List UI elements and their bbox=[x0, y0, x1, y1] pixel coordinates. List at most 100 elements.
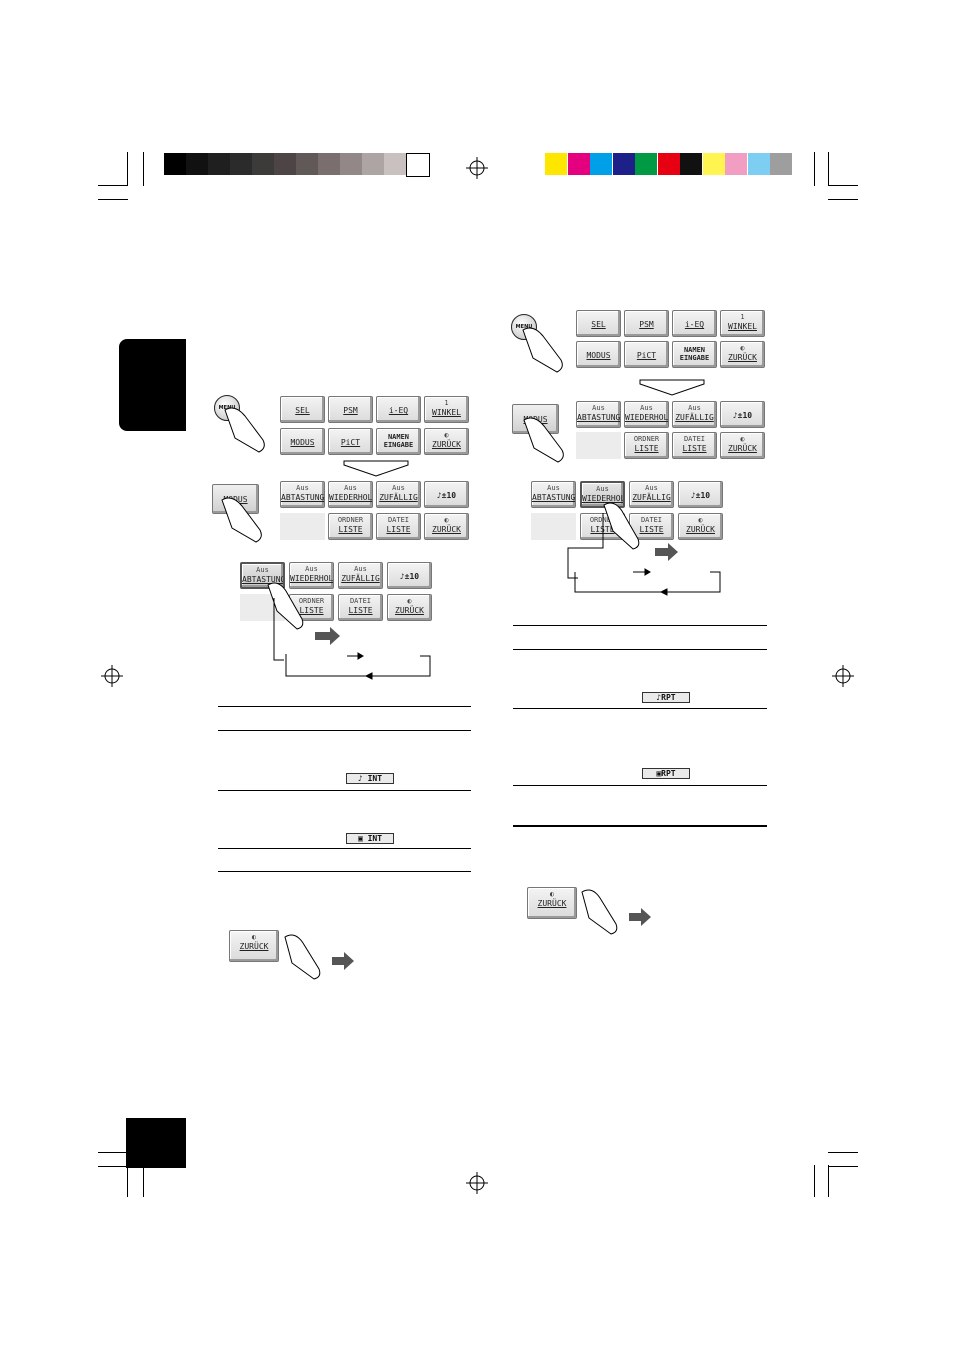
color-swatch bbox=[725, 153, 747, 175]
color-swatch bbox=[567, 153, 590, 175]
zurueck-button[interactable]: ◐ZURÜCK bbox=[527, 887, 577, 919]
crop-mark bbox=[98, 1152, 128, 1153]
menu-hardware-button[interactable]: MENU bbox=[511, 314, 537, 340]
color-swatch bbox=[770, 153, 792, 175]
crop-mark bbox=[814, 1165, 815, 1197]
menu-hardware-button[interactable]: MENU bbox=[214, 395, 240, 421]
color-swatch bbox=[635, 153, 657, 175]
back-icon: ◐ bbox=[251, 933, 257, 941]
table-rule bbox=[218, 706, 471, 707]
modus-hardware-button[interactable]: MODUS bbox=[512, 404, 559, 434]
gray-swatch bbox=[252, 153, 274, 175]
color-swatch bbox=[657, 153, 680, 175]
back-icon: ◐ bbox=[549, 890, 555, 898]
zurueck-button[interactable]: ◐ZURÜCK bbox=[424, 513, 469, 540]
zurueck-button[interactable]: ◐ZURÜCK bbox=[720, 341, 765, 368]
back-icon: ◐ bbox=[740, 435, 745, 443]
zurueck-button[interactable]: ◐ZURÜCK bbox=[424, 428, 469, 455]
crop-mark bbox=[98, 199, 128, 200]
registration-mark-icon bbox=[466, 157, 488, 179]
skip-10-button[interactable]: ♪±10 bbox=[387, 562, 432, 589]
crop-mark bbox=[828, 152, 829, 186]
empty-slot bbox=[576, 432, 621, 459]
table-rule bbox=[218, 871, 471, 872]
modus-button[interactable]: MODUS bbox=[280, 428, 325, 455]
crop-mark bbox=[127, 1165, 128, 1197]
zurueck-button[interactable]: ◐ZURÜCK bbox=[387, 594, 432, 621]
skip-10-button[interactable]: ♪±10 bbox=[678, 481, 723, 508]
registration-mark-icon bbox=[101, 665, 123, 687]
color-swatch bbox=[747, 153, 770, 175]
crop-mark bbox=[828, 185, 858, 186]
table-rule bbox=[218, 848, 471, 849]
crop-mark bbox=[98, 185, 128, 186]
modus-hardware-button[interactable]: MODUS bbox=[212, 484, 259, 514]
sel-button[interactable]: SEL bbox=[576, 310, 621, 337]
i-eq-button[interactable]: i-EQ bbox=[376, 396, 421, 423]
zurueck-button[interactable]: ◐ZURÜCK bbox=[720, 432, 765, 459]
track-int-indicator: ♪ INT bbox=[346, 773, 394, 784]
back-icon: ◐ bbox=[740, 344, 745, 352]
table-rule bbox=[513, 625, 767, 626]
track-rpt-indicator: ♪RPT bbox=[642, 692, 690, 703]
crop-mark bbox=[143, 1165, 144, 1197]
gray-swatch bbox=[318, 153, 340, 175]
empty-slot bbox=[531, 513, 576, 540]
pict-button[interactable]: PiCT bbox=[624, 341, 669, 368]
empty-slot bbox=[280, 513, 325, 540]
crop-mark bbox=[828, 1152, 858, 1153]
zurueck-button[interactable]: ◐ZURÜCK bbox=[229, 930, 279, 962]
i-eq-button[interactable]: i-EQ bbox=[672, 310, 717, 337]
down-arrow-icon bbox=[639, 379, 705, 396]
table-rule bbox=[513, 708, 767, 709]
gray-swatch bbox=[296, 153, 318, 175]
color-swatch bbox=[680, 153, 702, 175]
gray-swatch bbox=[230, 153, 252, 175]
crop-mark bbox=[814, 152, 815, 186]
table-rule bbox=[218, 730, 471, 731]
gray-swatch bbox=[362, 153, 384, 175]
sel-button[interactable]: SEL bbox=[280, 396, 325, 423]
skip-10-button[interactable]: ♪±10 bbox=[424, 481, 469, 508]
crop-mark bbox=[98, 1166, 128, 1167]
crop-mark bbox=[828, 199, 858, 200]
pict-button[interactable]: PiCT bbox=[328, 428, 373, 455]
psm-button[interactable]: PSM bbox=[328, 396, 373, 423]
skip-10-button[interactable]: ♪±10 bbox=[720, 401, 765, 428]
modus-button[interactable]: MODUS bbox=[576, 341, 621, 368]
crop-mark bbox=[828, 1165, 829, 1197]
empty-slot bbox=[240, 594, 285, 621]
back-icon: ◐ bbox=[407, 597, 412, 605]
crop-mark bbox=[143, 152, 144, 186]
gray-swatch bbox=[406, 153, 430, 177]
color-swatch bbox=[612, 153, 635, 175]
table-rule bbox=[513, 825, 767, 827]
psm-button[interactable]: PSM bbox=[624, 310, 669, 337]
crop-mark bbox=[127, 152, 128, 186]
zurueck-button[interactable]: ◐ZURÜCK bbox=[678, 513, 723, 540]
